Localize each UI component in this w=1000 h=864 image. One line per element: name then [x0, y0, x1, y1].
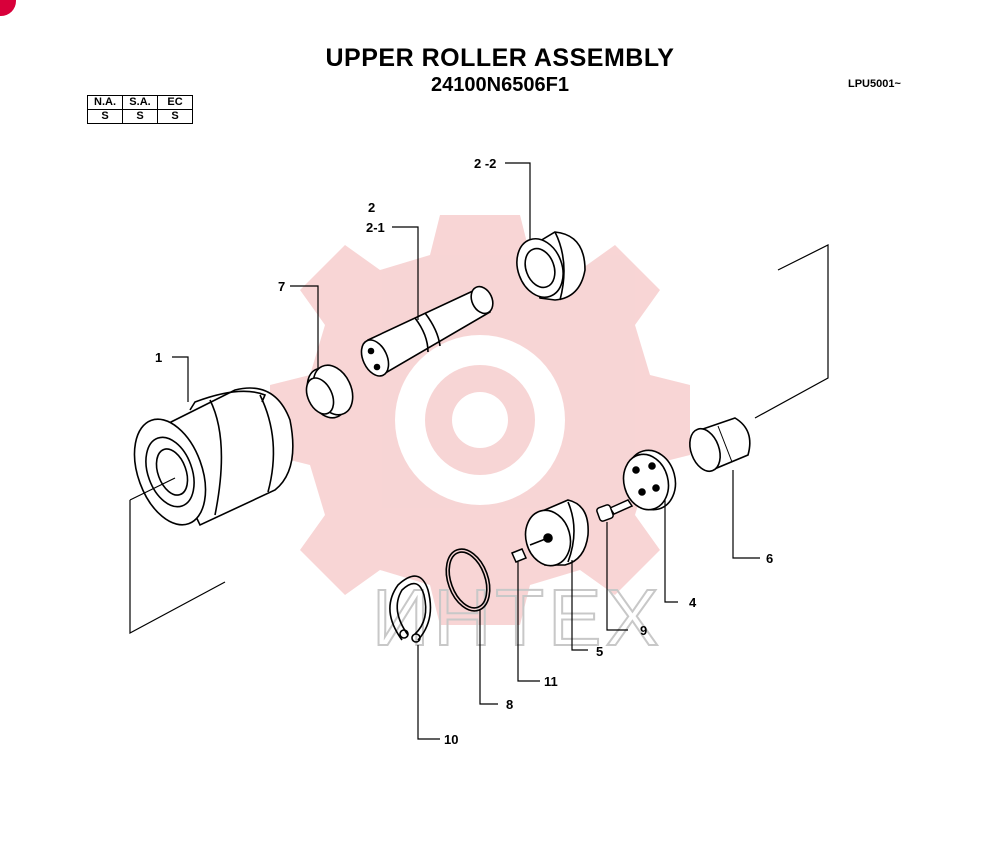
bracket-line-6 — [754, 244, 829, 419]
leader-line-2-2 — [505, 162, 531, 240]
leader-line-2-1 — [392, 226, 419, 320]
callout-2: 2 — [368, 200, 375, 215]
callout-1: 1 — [155, 350, 162, 365]
availability-value: S — [157, 109, 193, 124]
callout-11: 11 — [544, 674, 558, 689]
callout-2-1: 2-1 — [366, 220, 385, 235]
leader-line-6 — [732, 470, 760, 559]
roller-shell-part — [133, 387, 294, 527]
bracket-line-1 — [129, 500, 226, 635]
availability-value-row: S S S — [87, 109, 193, 124]
callout-4: 4 — [689, 595, 697, 610]
part-number: 24100N6506F1 — [431, 74, 569, 96]
watermark-gear-logo — [270, 215, 690, 625]
leader-line-1 — [172, 356, 189, 402]
callout-2-2: 2 -2 — [474, 156, 496, 171]
watermark-gear-center — [452, 392, 508, 448]
leader-line-7 — [290, 285, 319, 370]
bushing-part — [689, 417, 751, 473]
leader-line-4 — [664, 500, 678, 603]
callout-9: 9 — [640, 623, 647, 638]
seal-part — [305, 364, 354, 419]
callout-7: 7 — [278, 279, 285, 294]
watermark-text: ИНТЕX — [372, 573, 663, 662]
cover-plate-part — [622, 449, 677, 511]
leader-line-9 — [606, 522, 628, 631]
callout-5: 5 — [596, 644, 603, 659]
leader-line-11 — [517, 562, 540, 682]
o-ring-part — [445, 548, 491, 612]
thrust-piece-part — [524, 499, 589, 567]
shaft-part — [360, 285, 494, 377]
collar-part — [516, 231, 586, 301]
leader-line-10 — [417, 645, 440, 740]
bracket-line-1b — [129, 477, 176, 501]
snap-ring-part — [389, 575, 432, 643]
plug-part — [510, 548, 528, 563]
leader-line-8 — [479, 610, 498, 705]
leader-line-5 — [571, 560, 588, 651]
serial-code: LPU5001~ — [848, 78, 901, 90]
callout-8: 8 — [506, 697, 513, 712]
callout-10: 10 — [444, 732, 458, 747]
availability-value: S — [87, 109, 123, 124]
availability-table: N.A. S.A. EC S S S — [87, 95, 193, 124]
bolt-part — [596, 499, 634, 522]
availability-value: S — [122, 109, 158, 124]
callout-6: 6 — [766, 551, 773, 566]
diagram-title: UPPER ROLLER ASSEMBLY — [325, 44, 675, 72]
